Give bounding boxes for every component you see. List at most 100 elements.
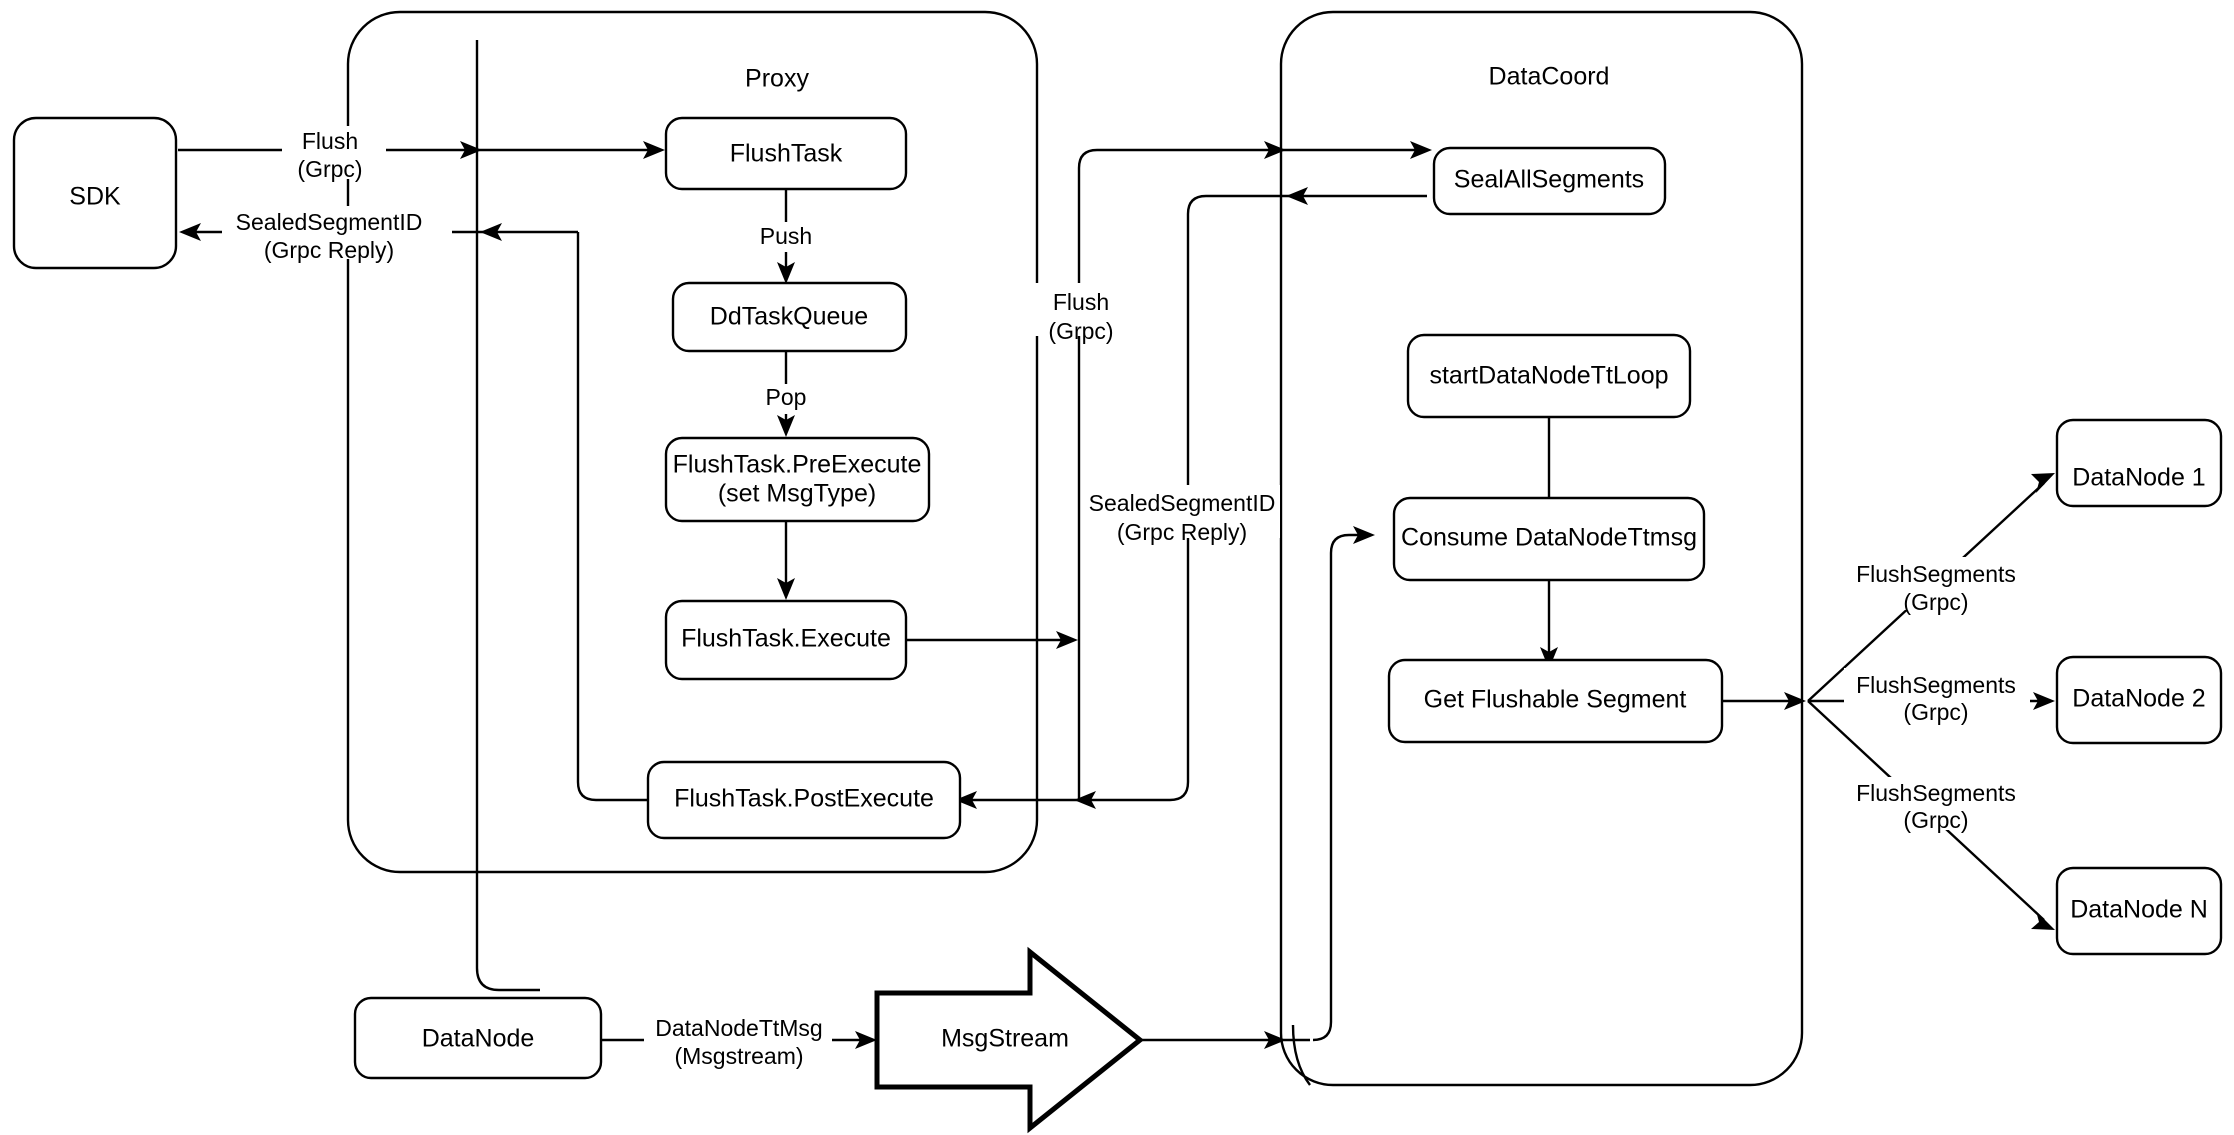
edge-label-flush-datanoden: FlushSegments (Grpc) (1844, 777, 2030, 833)
edge-label-flush-datanode1: FlushSegments (Grpc) (1844, 557, 2030, 615)
edge-label-flush-datanode2: FlushSegments (Grpc) (1844, 668, 2030, 725)
node-datanode1[interactable]: DataNode 1 (2055, 418, 2223, 508)
flushtask-box[interactable] (664, 116, 908, 191)
flush-grpc-line1: Flush (302, 128, 358, 154)
msgstream-arrow-shape[interactable] (874, 946, 1145, 1134)
label-bg-push (748, 222, 824, 252)
arrowhead-pop (777, 415, 795, 437)
ttmsg-line2: (Msgstream) (674, 1043, 803, 1069)
datanode2-box[interactable] (2055, 655, 2223, 745)
flushsegmentsn-line2: (Grpc) (1903, 807, 1968, 833)
edge-label-datacoord-to-proxy: SealedSegmentID (Grpc Reply) (1082, 485, 1280, 545)
push-label: Push (760, 223, 812, 249)
sealed-reply-line2: (Grpc Reply) (264, 237, 394, 263)
datanode-source-label: DataNode (422, 1025, 535, 1053)
postexecute-label: FlushTask.PostExecute (674, 785, 934, 813)
node-ddtaskqueue[interactable]: DdTaskQueue (671, 281, 908, 353)
node-sealallsegments[interactable]: SealAllSegments (1432, 146, 1667, 216)
ddtaskqueue-label: DdTaskQueue (710, 303, 868, 331)
edge-execute-to-datacoord (906, 141, 1432, 649)
execute-label: FlushTask.Execute (681, 625, 891, 653)
node-datanode-source[interactable]: DataNode (353, 996, 603, 1080)
flushsegmentsn-line1: FlushSegments (1856, 780, 2016, 806)
arrowhead-consume-left (1353, 526, 1375, 544)
edge-label-proxy-to-sdk: SealedSegmentID (Grpc Reply) (222, 206, 452, 263)
arrowhead-postexecute-rail (1074, 791, 1096, 809)
datanode1-box[interactable] (2055, 418, 2223, 508)
edge-postexecute-to-sdk (576, 232, 648, 802)
arrowhead-msgstream (855, 1031, 877, 1049)
node-sdk[interactable]: SDK (12, 116, 178, 270)
flush-grpc2-line2: (Grpc) (1048, 318, 1113, 344)
arrowhead-datanoden (2031, 911, 2055, 930)
ddtaskqueue-box[interactable] (671, 281, 908, 353)
edge-preexecute-to-execute (777, 520, 795, 600)
label-bg-flush-grpc-2 (1034, 283, 1128, 336)
edge-label-pop: Pop (753, 384, 819, 414)
datanode2-label: DataNode 2 (2072, 685, 2205, 713)
node-flushtask[interactable]: FlushTask (664, 116, 908, 191)
preexecute-box[interactable] (664, 436, 931, 523)
sealallsegments-label: SealAllSegments (1454, 166, 1644, 194)
execute-box[interactable] (664, 599, 908, 681)
getflushablesegment-box[interactable] (1387, 658, 1724, 744)
datanode1-label: DataNode 1 (2072, 464, 2205, 492)
arrowhead-datanode2 (2033, 692, 2055, 710)
datanode-source-box[interactable] (353, 996, 603, 1080)
label-bg-sealed-reply (222, 206, 452, 259)
msgstream-label: MsgStream (941, 1025, 1069, 1053)
arrowhead-push (777, 262, 795, 284)
node-flushtask-postexecute[interactable]: FlushTask.PostExecute (646, 760, 962, 840)
consumedatanodettmsg-label: Consume DataNodeTtmsg (1401, 524, 1697, 552)
node-consumedatanodettmsg[interactable]: Consume DataNodeTtmsg (1392, 496, 1706, 582)
datanoden-label: DataNode N (2070, 896, 2208, 924)
flush-grpc-line2: (Grpc) (297, 156, 362, 182)
flushsegments2-line1: FlushSegments (1856, 672, 2016, 698)
arrowhead-sdk (179, 223, 201, 241)
preexecute-label-line1: FlushTask.PreExecute (673, 451, 922, 479)
node-datanode2[interactable]: DataNode 2 (2055, 655, 2223, 745)
label-bg-flush-grpc (282, 126, 386, 179)
flushsegments1-line2: (Grpc) (1903, 589, 1968, 615)
sdk-box[interactable] (12, 116, 178, 270)
node-startdatanodettloop[interactable]: startDataNodeTtLoop (1406, 333, 1692, 419)
label-bg-sealed-reply-2 (1082, 485, 1280, 538)
node-getflushablesegment[interactable]: Get Flushable Segment (1387, 658, 1724, 744)
pop-label: Pop (766, 384, 807, 410)
arrowhead-flushable (1540, 647, 1558, 669)
label-bg-flushsegments-n (1844, 777, 2030, 830)
edge-label-sdk-to-proxy: Flush (Grpc) (282, 126, 386, 182)
label-bg-pop (753, 384, 819, 414)
proxy-container-label: Proxy (745, 65, 809, 93)
node-flushtask-execute[interactable]: FlushTask.Execute (664, 599, 908, 681)
getflushablesegment-label: Get Flushable Segment (1424, 686, 1687, 714)
edge-label-datanode-ttmsg: DataNodeTtMsg (Msgstream) (644, 1013, 832, 1069)
node-flushtask-preexecute[interactable]: FlushTask.PreExecute (set MsgType) (664, 436, 931, 523)
arrowhead-fanout (1784, 692, 1806, 710)
label-bg-ttmsg (644, 1013, 832, 1066)
sealed-reply-line1: SealedSegmentID (236, 209, 423, 235)
arrowhead-execute-out (1056, 631, 1078, 649)
startdatanodettloop-box[interactable] (1406, 333, 1692, 419)
sealallsegments-box[interactable] (1432, 146, 1667, 216)
node-datanoden[interactable]: DataNode N (2055, 866, 2223, 956)
edge-proxy-left-rail (475, 40, 540, 992)
arrowhead-sealallsegments (1410, 141, 1432, 159)
consumedatanodettmsg-box[interactable] (1392, 496, 1706, 582)
postexecute-box[interactable] (646, 760, 962, 840)
arrowhead-datacoord-exit (1286, 187, 1308, 205)
arrowhead-datacoord-bottom-entry (1264, 1031, 1286, 1049)
arrowhead-proxy-entry (460, 141, 482, 159)
arrowhead-proxy-exit (480, 223, 502, 241)
arrowhead-flushtask (643, 141, 665, 159)
node-msgstream[interactable]: MsgStream (874, 946, 1145, 1134)
edge-label-proxy-to-datacoord: Flush (Grpc) (1034, 283, 1128, 344)
arrowhead-postexecute (955, 791, 977, 809)
flush-grpc2-line1: Flush (1053, 289, 1109, 315)
ttmsg-line1: DataNodeTtMsg (655, 1015, 822, 1041)
edge-consume-to-flushable (1540, 580, 1558, 669)
edge-sdk-to-proxy (178, 141, 665, 159)
datanoden-box[interactable] (2055, 866, 2223, 956)
